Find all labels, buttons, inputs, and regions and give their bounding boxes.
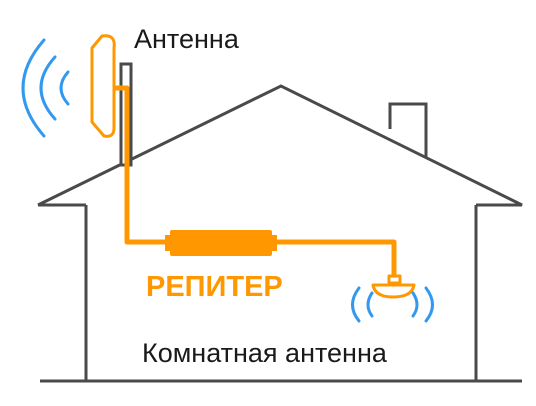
indoor-signal-waves-icon	[351, 286, 434, 323]
repeater-label: РЕПИТЕР	[146, 271, 283, 303]
roof	[37, 84, 523, 207]
ceiling-antenna-icon	[371, 274, 416, 299]
outdoor-signal-waves-icon	[21, 38, 70, 138]
chimney	[388, 102, 428, 158]
house-outline	[37, 84, 523, 383]
house-walls	[84, 205, 478, 381]
cable	[109, 85, 397, 281]
outdoor-antenna-label: Антенна	[134, 24, 239, 54]
indoor-antenna-label: Комнатная антенна	[142, 338, 387, 368]
panel-antenna-icon	[90, 34, 116, 138]
repeater-box-icon	[165, 230, 277, 256]
